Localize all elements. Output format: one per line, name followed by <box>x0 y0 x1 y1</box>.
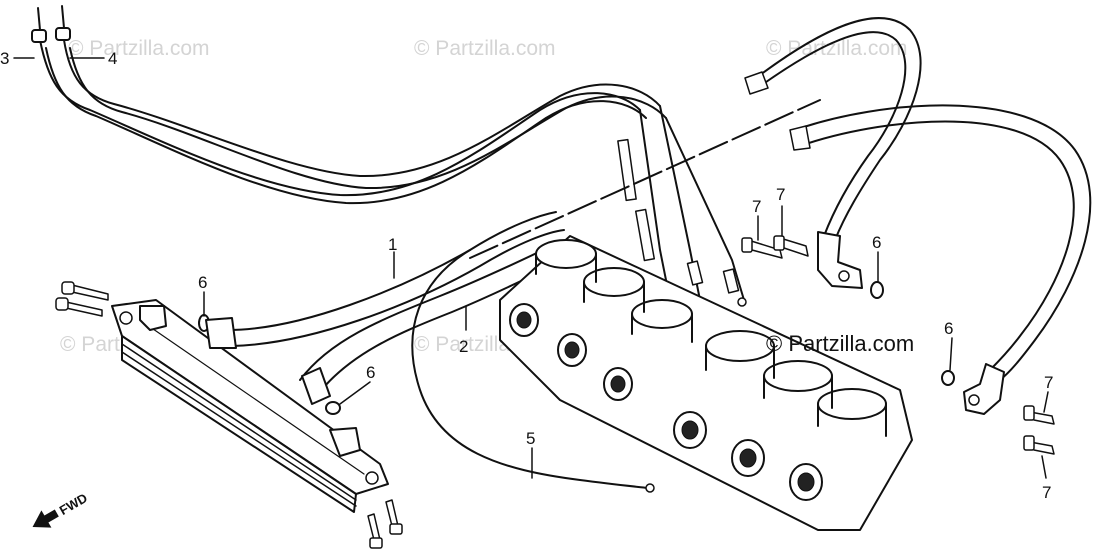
carburetor-assembly[interactable] <box>499 235 913 531</box>
callout-4: 4 <box>108 49 117 68</box>
breather-tube[interactable] <box>469 99 821 259</box>
hose-fitting-right[interactable] <box>963 363 1005 415</box>
cable-end-4[interactable] <box>55 5 71 41</box>
o-ring[interactable] <box>325 401 341 415</box>
callout-2: 2 <box>459 337 468 356</box>
choke-cable[interactable] <box>411 249 649 489</box>
watermark: © Partzilla.com <box>766 37 908 60</box>
oil-cooler[interactable] <box>111 299 389 513</box>
oil-hose-upper[interactable] <box>744 17 922 241</box>
o-ring[interactable] <box>870 281 884 299</box>
callout-7: 7 <box>752 197 761 216</box>
arrow-icon <box>32 509 59 528</box>
bolt[interactable] <box>61 281 109 301</box>
callout-3: 3 <box>0 49 9 68</box>
throttle-cables[interactable] <box>39 39 747 307</box>
callout-6: 6 <box>366 363 375 382</box>
bolt[interactable] <box>1023 405 1055 425</box>
bolt[interactable] <box>55 297 103 317</box>
choke-cable-end[interactable] <box>645 483 655 493</box>
callout-7: 7 <box>1044 373 1053 392</box>
callout-7: 7 <box>776 185 785 204</box>
bolt[interactable] <box>367 513 383 549</box>
cable-end-3[interactable] <box>31 7 47 43</box>
callout-leaders <box>13 57 1049 479</box>
watermark: © Partzilla.com <box>68 37 210 60</box>
callout-1: 1 <box>388 235 397 254</box>
callout-6: 6 <box>944 319 953 338</box>
bolt[interactable] <box>741 237 783 259</box>
watermark: © Partzilla.com <box>414 37 556 60</box>
brand-label: © Partzilla.com <box>766 331 915 356</box>
oil-cooler-hose-1[interactable] <box>205 211 565 349</box>
bolt[interactable] <box>1023 435 1055 455</box>
callout-6: 6 <box>198 273 207 292</box>
oil-hose-lower[interactable] <box>789 104 1092 381</box>
bolt[interactable] <box>385 499 403 535</box>
callout-5: 5 <box>526 429 535 448</box>
callout-7: 7 <box>1042 483 1051 502</box>
fwd-label: FWD <box>57 490 90 518</box>
fwd-arrow: FWD <box>32 490 90 528</box>
bolt[interactable] <box>773 235 809 257</box>
watermark: © Partzilla <box>414 333 510 356</box>
callout-6: 6 <box>872 233 881 252</box>
o-ring[interactable] <box>941 370 955 386</box>
hose-fitting-left[interactable] <box>817 231 863 289</box>
